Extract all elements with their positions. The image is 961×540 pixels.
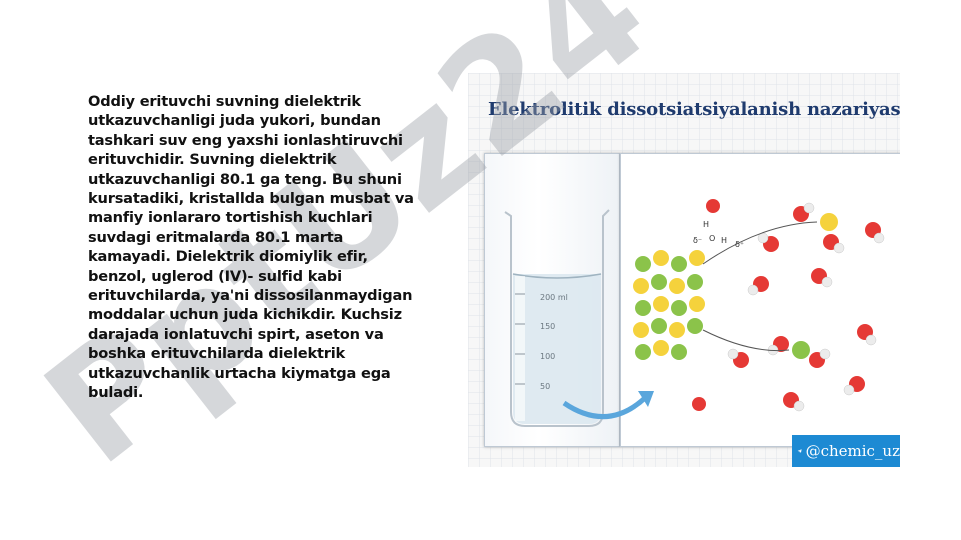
dissociation-illustration: [633, 199, 885, 412]
figure-title: Elektrolitik dissotsiatsiyalanish nazari…: [488, 99, 900, 120]
telegram-handle: @chemic_uz: [805, 442, 900, 460]
telegram-badge[interactable]: @chemic_uz: [792, 435, 900, 467]
hydrated-cation: [792, 341, 810, 359]
beaker-tick-100: 100: [540, 352, 556, 361]
atom-label-h2: H: [721, 236, 728, 245]
beaker-tick-50: 50: [540, 382, 551, 391]
beaker-volume-label: 200 ml: [540, 293, 568, 302]
partial-negative-label: δ⁻: [693, 236, 703, 245]
partial-positive-label: δ⁺: [735, 240, 745, 249]
hydrated-anion: [820, 213, 838, 231]
telegram-icon: [797, 449, 802, 453]
atom-label-h: H: [703, 220, 710, 229]
ionic-crystal: [633, 250, 705, 360]
beaker-panel: 200 ml 150 100 50: [484, 153, 620, 447]
blue-arrow: [562, 391, 654, 419]
dissociation-figure: Elektrolitik dissotsiatsiyalanish nazari…: [468, 73, 900, 467]
body-paragraph: Oddiy erituvchi suvning dielektrik utkaz…: [88, 93, 414, 402]
beaker-tick-150: 150: [540, 322, 556, 331]
atom-label-o: O: [709, 234, 716, 243]
molecule-panel: H O H δ⁺ δ⁻: [620, 153, 900, 447]
